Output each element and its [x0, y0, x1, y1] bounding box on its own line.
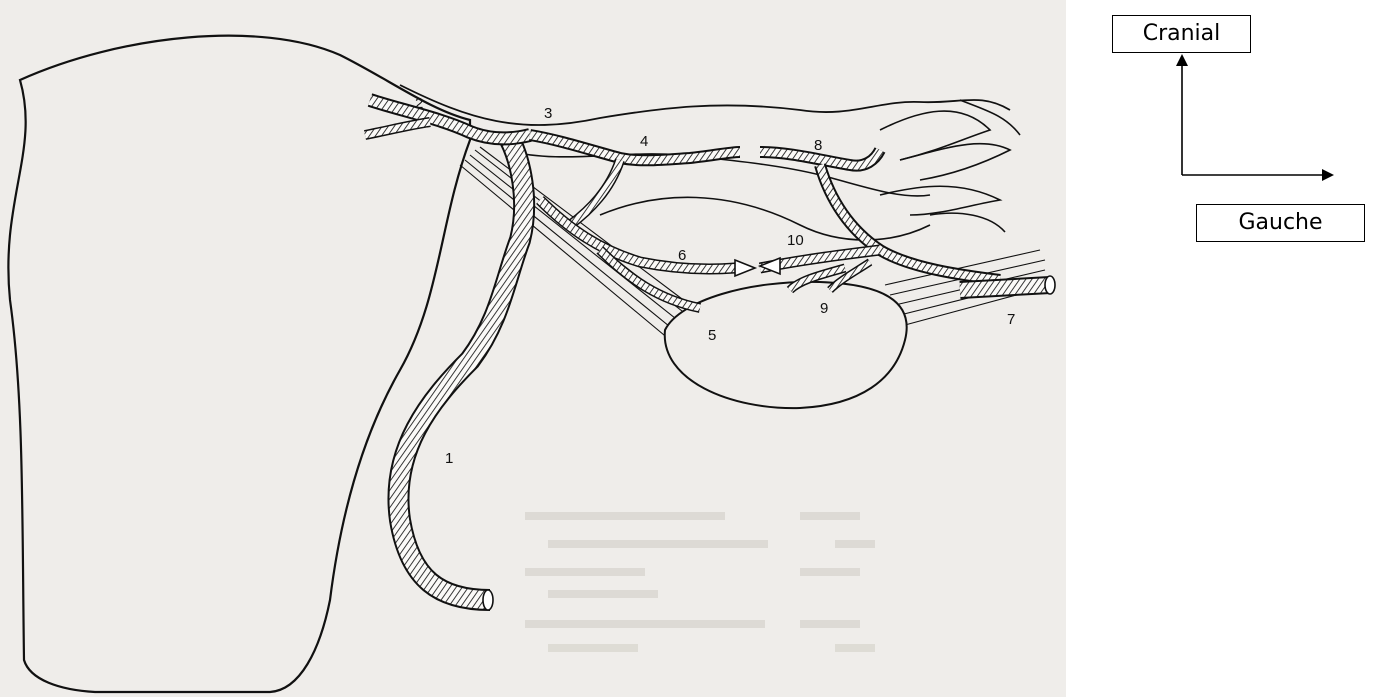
uterus-outline [8, 36, 470, 692]
bleed-through-text [525, 512, 875, 652]
label-1: 1 [445, 450, 453, 467]
mesovarium-outline [600, 197, 930, 240]
arrowhead-right [735, 260, 755, 276]
label-6: 6 [678, 247, 686, 264]
anatomical-figure-panel: 1 2 3 4 5 6 7 8 9 10 [0, 0, 1066, 697]
uterine-vessels-diagram: 1 2 3 4 5 6 7 8 9 10 [0, 0, 1066, 697]
label-9: 9 [820, 300, 828, 317]
uterine-artery-fill [398, 140, 524, 600]
label-10: 10 [787, 232, 804, 249]
label-4: 4 [640, 133, 648, 150]
cranial-direction-label: Cranial [1112, 15, 1251, 53]
label-7: 7 [1007, 311, 1015, 328]
gauche-direction-label: Gauche [1196, 204, 1365, 242]
oviduct-upper-outline [400, 85, 1010, 125]
label-2: 2 [415, 95, 423, 112]
fimbriae [880, 100, 1020, 232]
uterine-artery-end [483, 590, 493, 610]
arrow-up-icon [1176, 54, 1188, 66]
label-3: 3 [544, 105, 552, 122]
arrow-right-icon [1322, 169, 1334, 181]
label-8: 8 [814, 137, 822, 154]
orientation-axes [1160, 50, 1340, 190]
label-5: 5 [708, 327, 716, 344]
ovary-outline [665, 282, 907, 408]
